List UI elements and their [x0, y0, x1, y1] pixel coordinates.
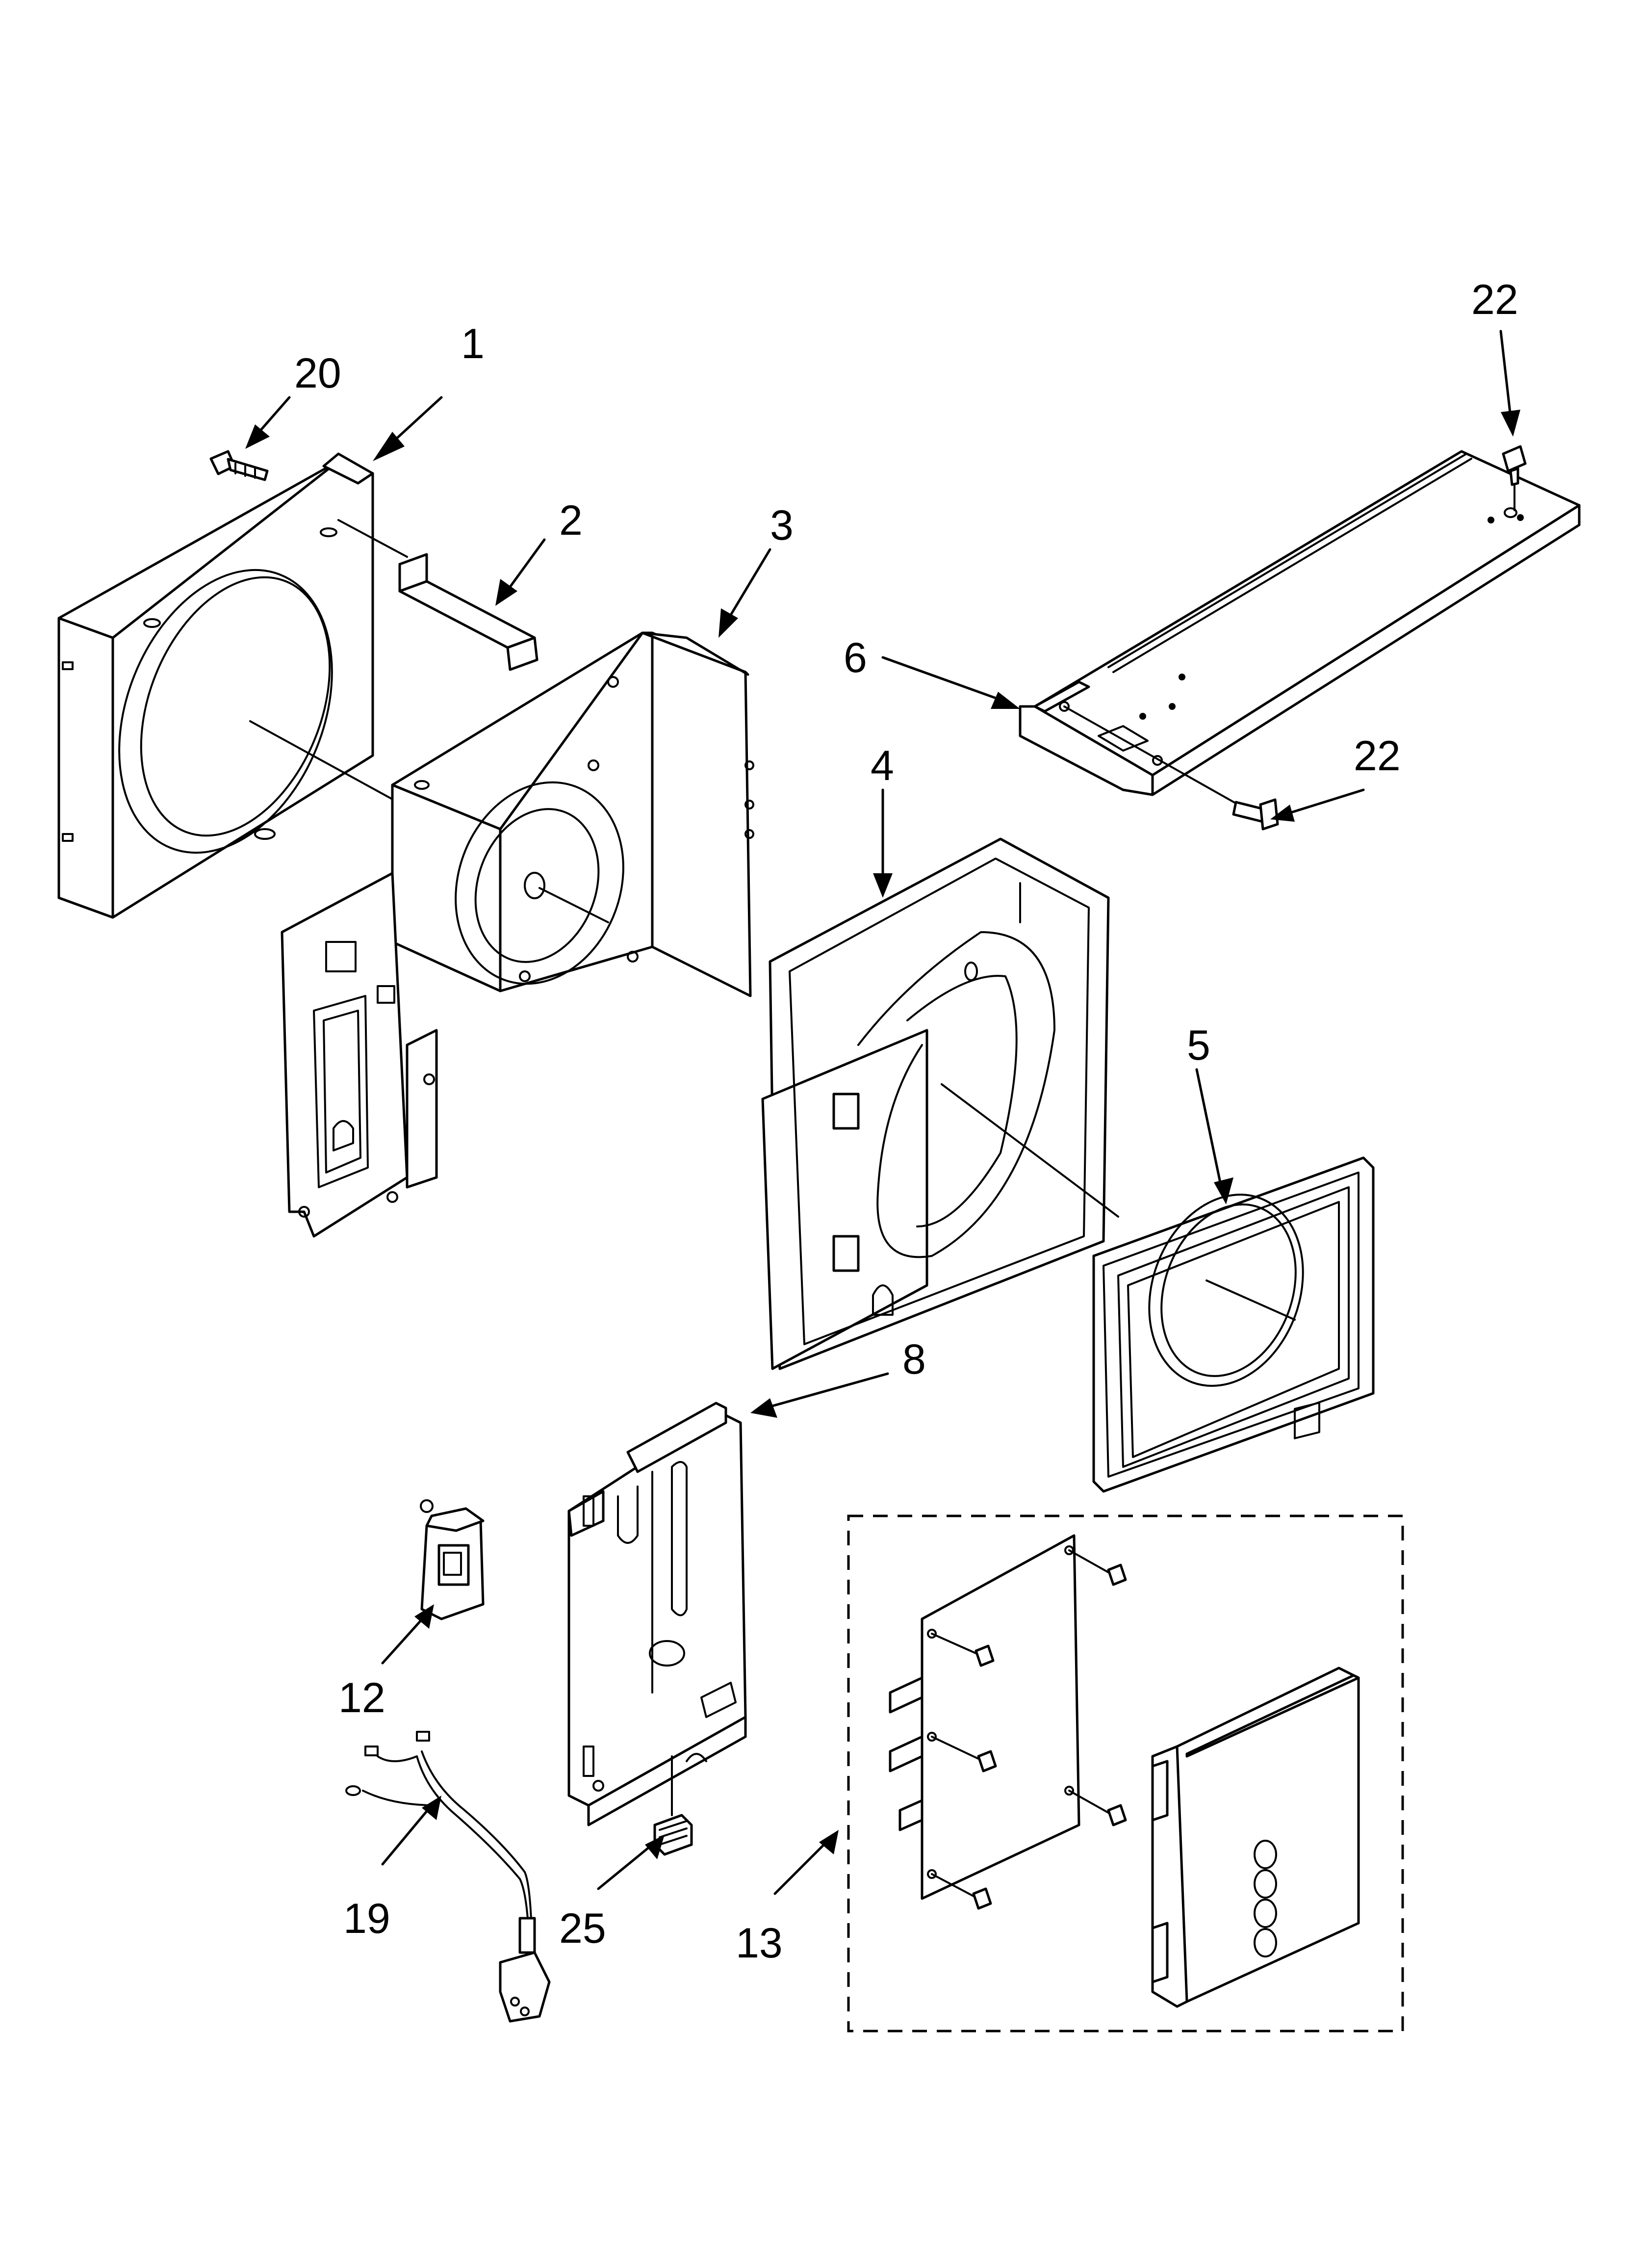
part-19-wire-harness[interactable]	[345, 1731, 551, 2023]
part-13-control-assembly[interactable]	[847, 1402, 1404, 2033]
part-5-grille-frame[interactable]	[1092, 1156, 1375, 1493]
part-8-mounting-plate[interactable]	[567, 1402, 747, 1826]
part-12-switch[interactable]	[420, 1499, 485, 1620]
callout-22-top: 22	[1471, 276, 1518, 323]
callout-2: 2	[559, 497, 583, 544]
callout-5: 5	[1187, 1022, 1210, 1069]
callout-8: 8	[902, 1336, 926, 1383]
callout-labels: 1 20 2 3 6 4 5 8 12 19 25 13 22 22	[294, 276, 1518, 1967]
board-screw	[931, 1736, 997, 1773]
part-4-blower-scroll[interactable]	[761, 837, 1119, 1370]
assembly-13-boundary	[847, 1514, 1404, 2033]
callout-20: 20	[294, 350, 341, 397]
callout-19: 19	[343, 1895, 390, 1942]
part-6-base-rail[interactable]	[1019, 450, 1581, 815]
callout-6: 6	[844, 634, 867, 681]
callout-12: 12	[338, 1674, 385, 1721]
part-1-shroud-panel[interactable]	[57, 452, 403, 919]
part-22-screw-side[interactable]	[1232, 798, 1279, 831]
part-22-screw-top[interactable]	[1502, 445, 1527, 511]
callout-22-side: 22	[1354, 732, 1401, 780]
callout-1: 1	[461, 320, 485, 367]
part-20-screw[interactable]	[209, 450, 269, 481]
callout-4: 4	[871, 742, 894, 789]
callout-13: 13	[736, 1920, 783, 1967]
part-3-fan-housing[interactable]	[281, 631, 754, 1238]
board-screw	[1068, 1790, 1127, 1826]
callout-3: 3	[770, 502, 794, 549]
board-screw	[931, 1873, 992, 1910]
part-2-bracket[interactable]	[337, 519, 539, 671]
callout-leaders	[245, 330, 1520, 1895]
board-screw	[1068, 1549, 1127, 1586]
board-screw	[931, 1633, 995, 1667]
callout-25: 25	[559, 1905, 606, 1952]
